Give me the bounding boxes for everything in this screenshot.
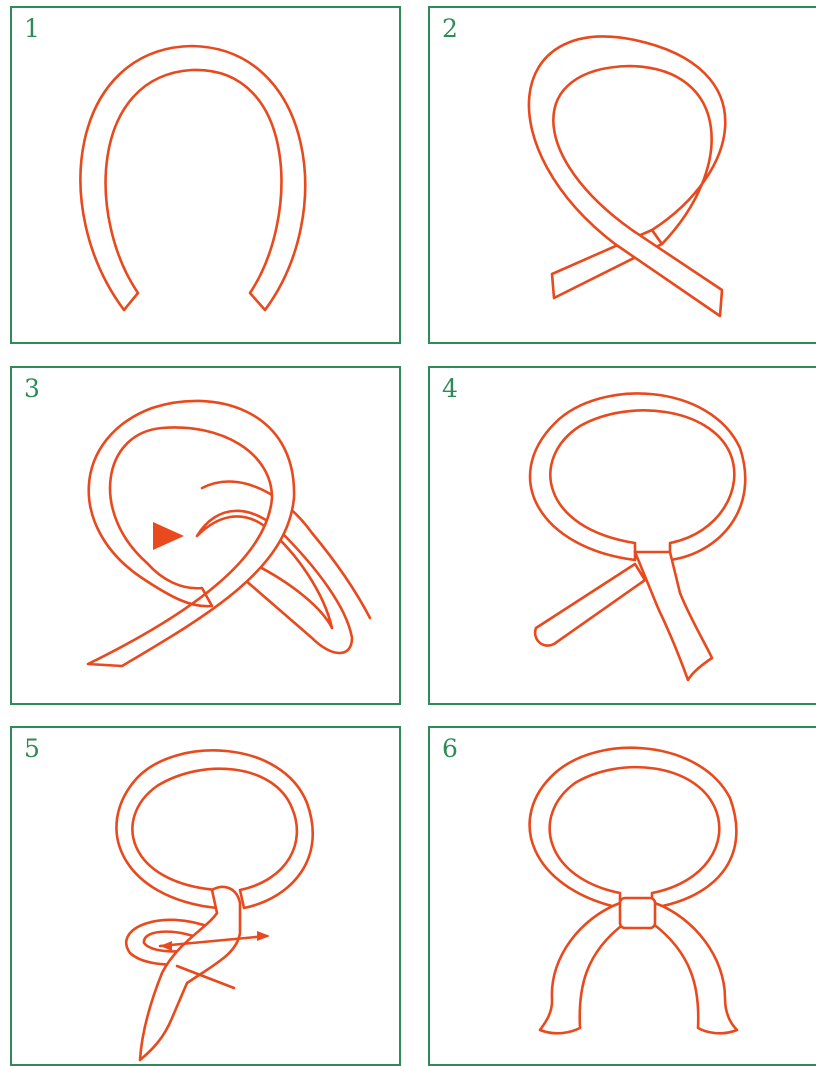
crossed-loop-illustration — [430, 8, 816, 342]
insert-arrow-icon — [153, 522, 184, 550]
knot — [620, 898, 655, 928]
knot-loop-illustration — [430, 368, 816, 703]
step-3-panel: 3 — [10, 366, 401, 705]
strap-ring — [530, 393, 745, 560]
step-2-panel: 2 — [428, 6, 816, 344]
step-1-panel: 1 — [10, 6, 401, 344]
strap-ring — [116, 750, 312, 908]
strap-ring — [530, 748, 737, 908]
threading-loop-illustration — [12, 368, 399, 703]
step-4-panel: 4 — [428, 366, 816, 705]
strap-right-end — [652, 903, 737, 1033]
pull-through-illustration — [12, 728, 399, 1064]
strap-shape — [80, 46, 305, 310]
strap-left-end — [540, 903, 625, 1033]
finished-knot-illustration — [430, 728, 816, 1064]
strap-left-end — [535, 564, 645, 646]
pull-right-arrow-icon — [257, 931, 270, 941]
step-6-panel: 6 — [428, 726, 816, 1066]
strap-hanging-end — [635, 552, 712, 680]
strap-main-loop — [88, 401, 294, 666]
strap-hanging-end — [140, 887, 240, 1060]
horseshoe-strap-illustration — [12, 8, 399, 342]
step-5-panel: 5 — [10, 726, 401, 1066]
